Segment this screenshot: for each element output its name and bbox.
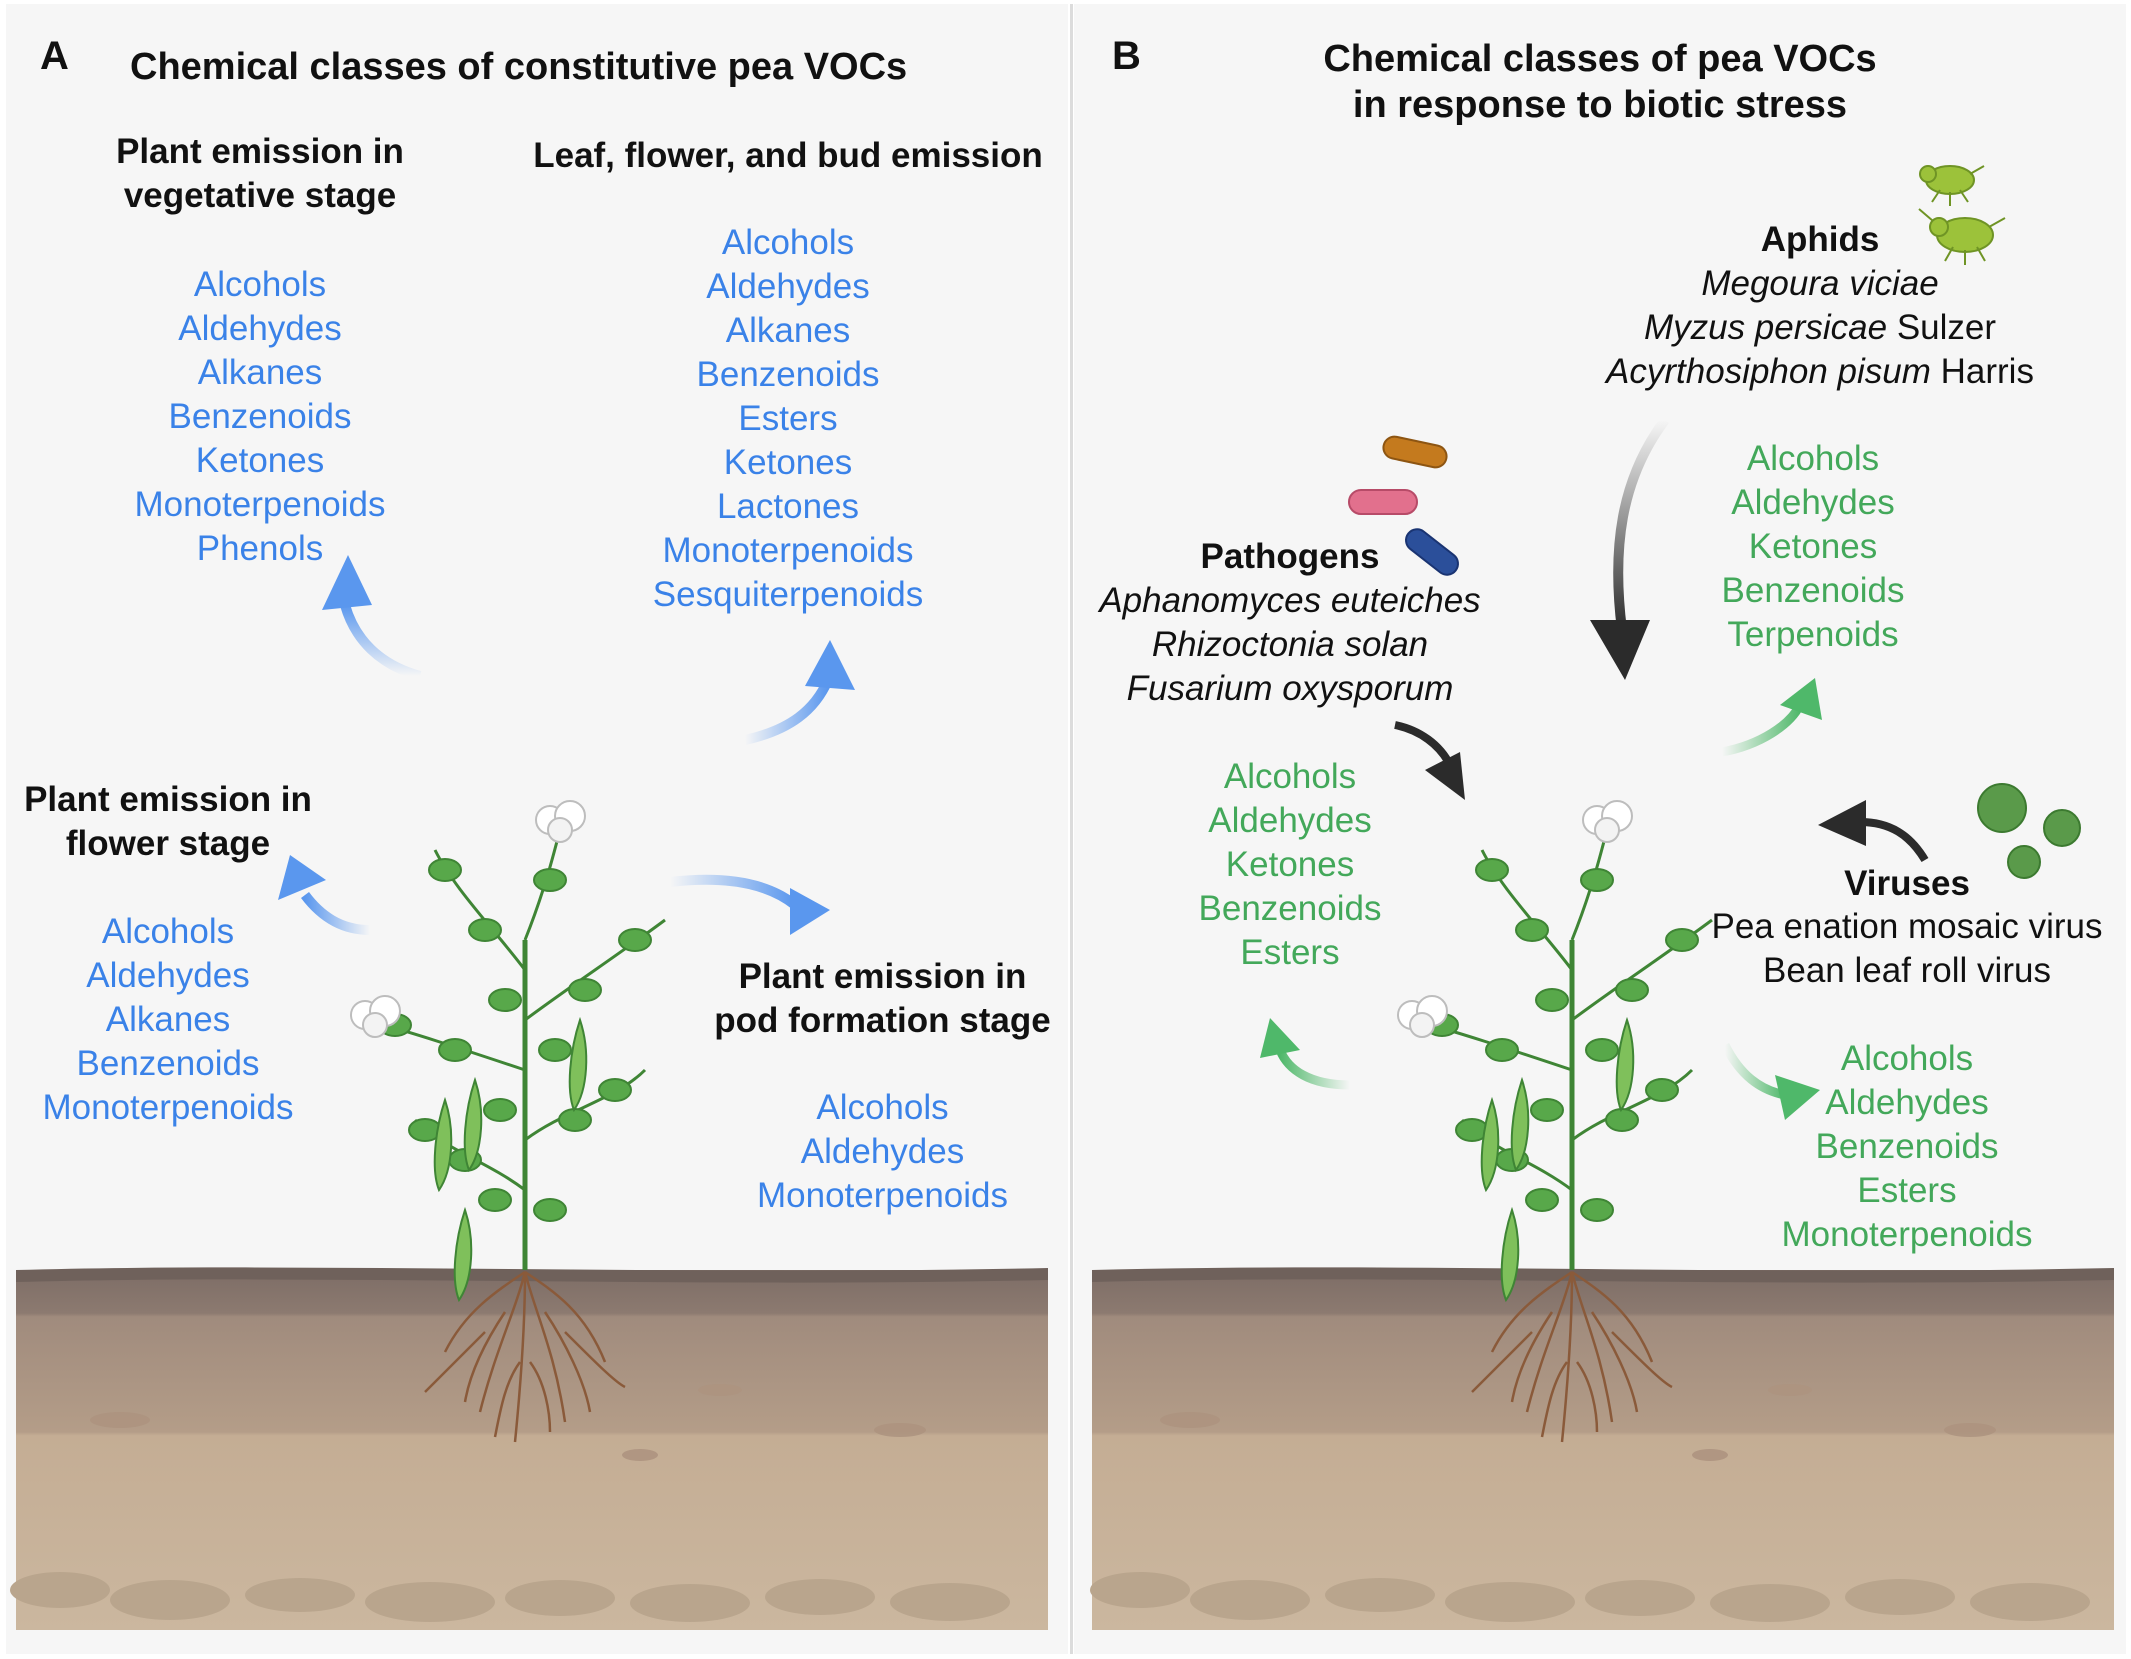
panel-a-title: Chemical classes of constitutive pea VOC… <box>130 46 908 88</box>
aphid-species: Megoura viciae <box>1701 264 1939 303</box>
virus-species: Pea enation mosaic virus <box>1711 907 2103 946</box>
flower-voc-list: Alcohols Aldehydes Alkanes Benzenoids Mo… <box>8 910 328 1130</box>
voc-item: Terpenoids <box>1727 615 1899 654</box>
panel-divider <box>1070 4 1073 1654</box>
virus-voc-list: Alcohols Aldehydes Benzenoids Esters Mon… <box>1707 1037 2107 1257</box>
voc-item: Aldehydes <box>1731 483 1895 522</box>
arrow-green-to-aphid-vocs <box>1721 678 1822 757</box>
pod-heading-line: pod formation stage <box>714 1001 1051 1040</box>
voc-item: Ketones <box>723 443 853 482</box>
voc-item: Benzenoids <box>168 397 352 436</box>
voc-item: Monoterpenoids <box>662 531 914 570</box>
pathogen-species: Fusarium oxysporum <box>1126 669 1454 708</box>
voc-item: Alcohols <box>816 1088 949 1127</box>
vegetative-heading-line: Plant emission in <box>116 132 404 171</box>
virus-icon <box>1977 783 2081 879</box>
pathogen-species: Rhizoctonia solan <box>1151 625 1429 664</box>
arrow-to-vegetative <box>322 555 422 681</box>
voc-item: Alcohols <box>1840 1039 1974 1078</box>
bacterium-icon <box>1382 435 1448 469</box>
aphid-icon <box>1918 208 2006 265</box>
panel-b-title-line: in response to biotic stress <box>1352 84 1848 126</box>
vegetative-voc-list: Alcohols Aldehydes Alkanes Benzenoids Ke… <box>60 263 460 571</box>
arrow-green-to-pathogen-vocs <box>1260 1018 1351 1090</box>
voc-item: Ketones <box>1748 527 1878 566</box>
voc-item: Esters <box>738 399 838 438</box>
aphids-heading: Aphids <box>1760 220 1880 259</box>
aphid-species: Acyrthosiphon pisum Harris <box>1606 352 2034 391</box>
arrow-to-pod <box>669 874 830 935</box>
voc-item: Alkanes <box>197 353 323 392</box>
voc-item: Alkanes <box>105 1000 231 1039</box>
pathogens-heading: Pathogens <box>1200 537 1380 576</box>
leaf-flower-bud-voc-list: Alcohols Aldehydes Alkanes Benzenoids Es… <box>588 221 988 617</box>
voc-item: Alcohols <box>101 912 235 951</box>
voc-item: Benzenoids <box>696 355 880 394</box>
voc-item: Alcohols <box>1223 757 1357 796</box>
voc-item: Lactones <box>716 487 860 526</box>
soil-a <box>16 1270 1048 1630</box>
pod-heading-line: Plant emission in <box>738 957 1027 996</box>
bacterium-icon <box>1348 489 1418 515</box>
voc-item: Monoterpenoids <box>757 1176 1008 1215</box>
voc-item: Phenols <box>196 529 324 568</box>
virus-species: Bean leaf roll virus <box>1763 951 2051 990</box>
pod-heading: Plant emission in pod formation stage <box>700 955 1065 1043</box>
aphid-voc-list: Alcohols Aldehydes Ketones Benzenoids Te… <box>1613 437 2013 657</box>
arrow-pathogens-to-plant <box>1394 721 1465 800</box>
voc-item: Monoterpenoids <box>1781 1215 2033 1254</box>
pea-plant-a <box>351 801 665 1300</box>
flower-heading-line: flower stage <box>65 824 271 863</box>
voc-item: Ketones <box>1225 845 1355 884</box>
voc-item: Ketones <box>195 441 325 480</box>
virus-species-list: Pea enation mosaic virus Bean leaf roll … <box>1677 905 2131 993</box>
arrow-aphids-to-plant <box>1590 417 1670 680</box>
voc-item: Esters <box>1240 933 1340 972</box>
voc-item: Aldehydes <box>1208 801 1372 840</box>
panel-b-title: Chemical classes of pea VOCs in response… <box>1270 36 1930 128</box>
voc-item: Esters <box>1857 1171 1957 1210</box>
vegetative-heading-line: vegetative stage <box>123 176 397 215</box>
bacterium-icon <box>1405 528 1459 576</box>
aphid-species-list: Megoura viciae Myzus persicae Sulzer Acy… <box>1560 262 2080 394</box>
voc-item: Sesquiterpenoids <box>652 575 924 614</box>
pathogen-species: Aphanomyces euteiches <box>1099 581 1481 620</box>
voc-item: Alcohols <box>721 223 855 262</box>
voc-item: Alcohols <box>193 265 327 304</box>
leaf-flower-bud-heading: Leaf, flower, and bud emission <box>533 136 1043 175</box>
voc-item: Aldehydes <box>706 267 870 306</box>
voc-item: Aldehydes <box>800 1132 965 1171</box>
voc-item: Aldehydes <box>86 956 250 995</box>
voc-item: Alcohols <box>1746 439 1880 478</box>
vegetative-heading: Plant emission in vegetative stage <box>60 130 460 218</box>
panel-b-title-line: Chemical classes of pea VOCs <box>1323 38 1877 80</box>
arrow-green-to-virus-vocs <box>1720 1042 1820 1120</box>
aphid-icon <box>1919 165 1985 206</box>
soil-b <box>1092 1270 2114 1630</box>
pathogen-voc-list: Alcohols Aldehydes Ketones Benzenoids Es… <box>1090 755 1490 975</box>
arrow-to-leaf-flower-bud <box>743 640 855 745</box>
panel-b-letter: B <box>1112 34 1141 78</box>
pathogen-species-list: Aphanomyces euteiches Rhizoctonia solan … <box>1060 579 1520 711</box>
voc-item: Benzenoids <box>1198 889 1382 928</box>
arrow-viruses-to-plant <box>1818 800 1929 863</box>
voc-item: Benzenoids <box>76 1044 260 1083</box>
voc-item: Benzenoids <box>1721 571 1905 610</box>
voc-item: Alkanes <box>725 311 851 350</box>
aphid-species: Myzus persicae Sulzer <box>1643 308 1997 347</box>
panel-a-letter: A <box>40 34 69 78</box>
voc-item: Aldehydes <box>178 309 342 348</box>
flower-heading-line: Plant emission in <box>24 780 312 819</box>
voc-item: Benzenoids <box>1815 1127 1999 1166</box>
viruses-heading: Viruses <box>1844 864 1970 903</box>
arrow-to-flower <box>278 855 371 935</box>
voc-item: Monoterpenoids <box>42 1088 294 1127</box>
pod-voc-list: Alcohols Aldehydes Monoterpenoids <box>700 1086 1065 1218</box>
voc-item: Aldehydes <box>1825 1083 1989 1122</box>
flower-heading: Plant emission in flower stage <box>8 778 328 866</box>
voc-item: Monoterpenoids <box>134 485 386 524</box>
